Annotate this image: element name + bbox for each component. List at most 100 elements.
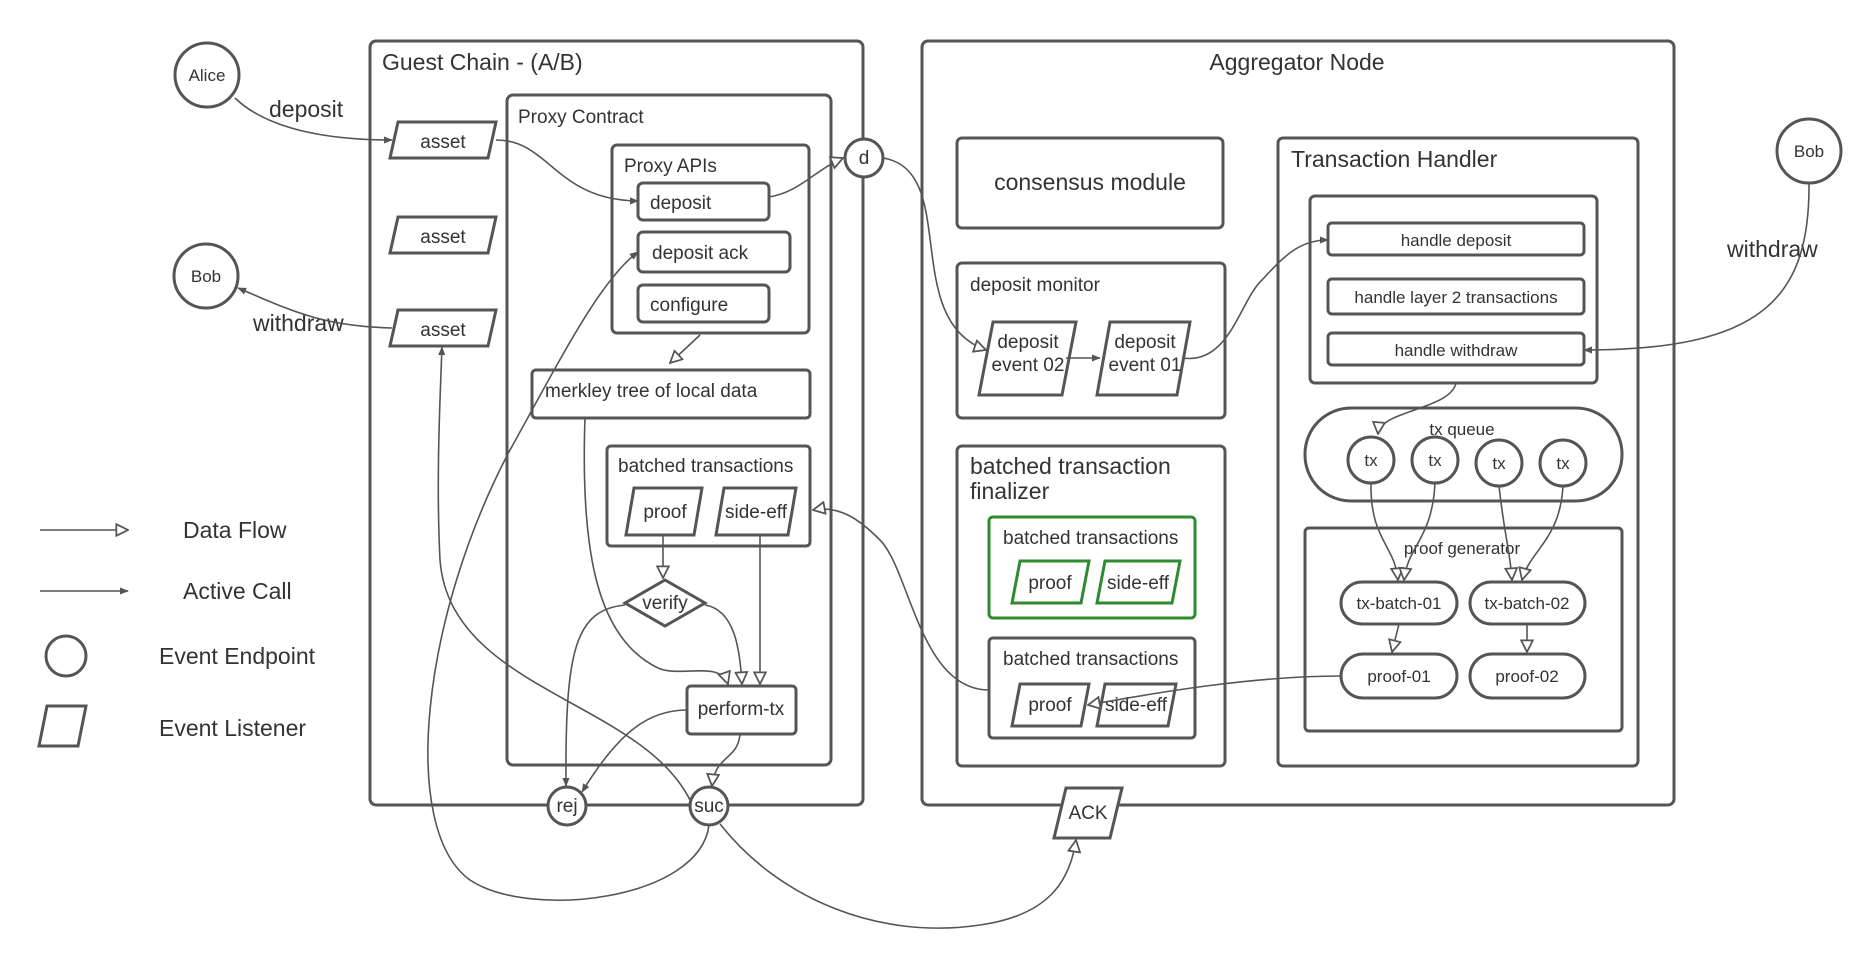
guest-chain-title: Guest Chain - (A/B) [382,49,583,75]
svg-text:tx: tx [1428,451,1442,470]
edge-verify-perform [704,604,742,684]
proof-listener-gray [1010,682,1091,728]
proxy-apis-title: Proxy APIs [624,156,717,177]
proxy-contract-title: Proxy Contract [518,107,644,128]
svg-text:side-eff: side-eff [725,502,788,523]
edge-d-event02 [882,157,986,350]
svg-text:handle layer 2 transactions: handle layer 2 transactions [1354,288,1557,307]
side-eff-listener-gray [1095,682,1178,728]
edge-apis-merkle [670,334,701,363]
svg-text:deposit ack: deposit ack [652,243,749,264]
svg-text:asset: asset [420,132,466,153]
proof-listener-guest [624,486,704,537]
svg-text:deposit: deposit [1114,332,1176,353]
asset-listener-1: asset [388,120,498,160]
svg-text:d: d [859,148,870,169]
svg-text:tx-batch-01: tx-batch-01 [1356,594,1441,613]
svg-text:batched transactions: batched transactions [1003,528,1178,549]
svg-text:batched transactions: batched transactions [618,456,793,477]
consensus-module: consensus module [955,136,1225,230]
deposit-event-01 [1095,320,1192,397]
svg-text:side-eff: side-eff [1105,695,1168,716]
legend-event-endpoint: Event Endpoint [159,643,316,669]
edge-asset-bob [237,287,393,329]
edge-tx1-batch01 [1370,482,1398,580]
side-eff-listener-guest [714,486,798,537]
transaction-handler: Transaction Handler handle deposit handl… [1276,136,1640,768]
endpoint-suc: suc [688,785,730,827]
edge-batch01-proof01 [1392,623,1399,652]
edge-tx4-batch02 [1522,485,1564,580]
legend-active-call: Active Call [183,578,292,604]
edge-alice-asset [234,97,393,144]
svg-text:asset: asset [420,320,466,341]
svg-text:asset: asset [420,227,466,248]
proof-listener-green [1010,559,1091,605]
svg-text:tx queue: tx queue [1429,420,1494,439]
svg-text:batched transactions: batched transactions [1003,649,1178,670]
label-deposit: deposit [269,96,344,122]
svg-text:handle withdraw: handle withdraw [1395,341,1519,360]
svg-text:rej: rej [556,796,577,817]
edge-verify-rej [562,604,626,787]
proxy-apis-panel: Proxy APIs deposit deposit ack configure [610,143,811,335]
svg-text:Alice: Alice [189,66,226,85]
edge-perform-rej [581,709,688,793]
edge-bob-handle-withdraw [1583,182,1810,354]
deposit-monitor-title: deposit monitor [970,275,1101,296]
svg-text:ACK: ACK [1068,803,1107,824]
endpoint-d: d [843,137,885,179]
legend-endpoint-icon [44,634,88,678]
legend-listener-icon [37,704,88,748]
edge-asset-deposit [495,139,639,205]
edges [234,97,1810,929]
svg-text:Bob: Bob [1794,142,1824,161]
batched-transactions-guest: batched transactions proof side-eff [605,444,812,548]
legend-event-listener: Event Listener [159,715,306,741]
aggregator-title: Aggregator Node [1209,49,1384,75]
label-withdraw-left: withdraw [252,310,344,336]
edge-proof01-sideeff [1088,675,1342,705]
svg-text:proof: proof [643,502,687,523]
perform-tx-box: perform-tx [685,684,798,736]
edge-tx3-batch02 [1498,485,1512,580]
deposit-event-02 [977,320,1078,397]
svg-text:verify: verify [642,593,688,614]
svg-text:side-eff: side-eff [1107,573,1170,594]
svg-text:suc: suc [694,796,724,817]
svg-text:handle deposit: handle deposit [1401,231,1512,250]
svg-text:configure: configure [650,295,728,316]
asset-listener-2: asset [388,215,498,255]
svg-text:merkley tree of local data: merkley tree of local data [545,381,758,402]
edge-suc-ack [719,823,1076,929]
edge-suc-deposit-ack [427,251,710,901]
svg-text:tx: tx [1492,454,1506,473]
legend-data-flow: Data Flow [183,517,287,543]
merkle-tree-box: merkley tree of local data [530,368,812,420]
batched-transaction-finalizer: batched transaction finalizer batched tr… [955,444,1227,768]
svg-text:proof-01: proof-01 [1367,667,1430,686]
svg-text:Bob: Bob [191,267,221,286]
transaction-handler-title: Transaction Handler [1291,146,1498,172]
svg-text:proof: proof [1028,573,1072,594]
svg-text:proof: proof [1028,695,1072,716]
deposit-monitor: deposit monitor deposit event 02 deposit… [955,261,1227,420]
svg-text:deposit: deposit [997,332,1059,353]
svg-text:proof generator: proof generator [1404,539,1521,558]
ack-listener: ACK [1052,786,1124,840]
proof-02 [1468,652,1587,700]
edge-merkle-perform [583,417,728,684]
edge-tx2-batch01 [1404,482,1436,580]
edge-suc-asset [437,346,691,801]
svg-text:proof-02: proof-02 [1495,667,1558,686]
edge-finalizer-guest-batch [813,509,990,691]
actor-alice: Alice [173,41,241,109]
edge-deposit-d [768,158,843,198]
handle-layer2-box [1326,277,1586,316]
side-eff-listener-green [1095,559,1182,605]
verify-decision: verify [621,578,709,628]
edge-event01-handle-deposit [1181,236,1329,360]
svg-text:perform-tx: perform-tx [698,699,785,720]
legend: Data Flow Active Call Event Endpoint Eve… [37,517,316,748]
